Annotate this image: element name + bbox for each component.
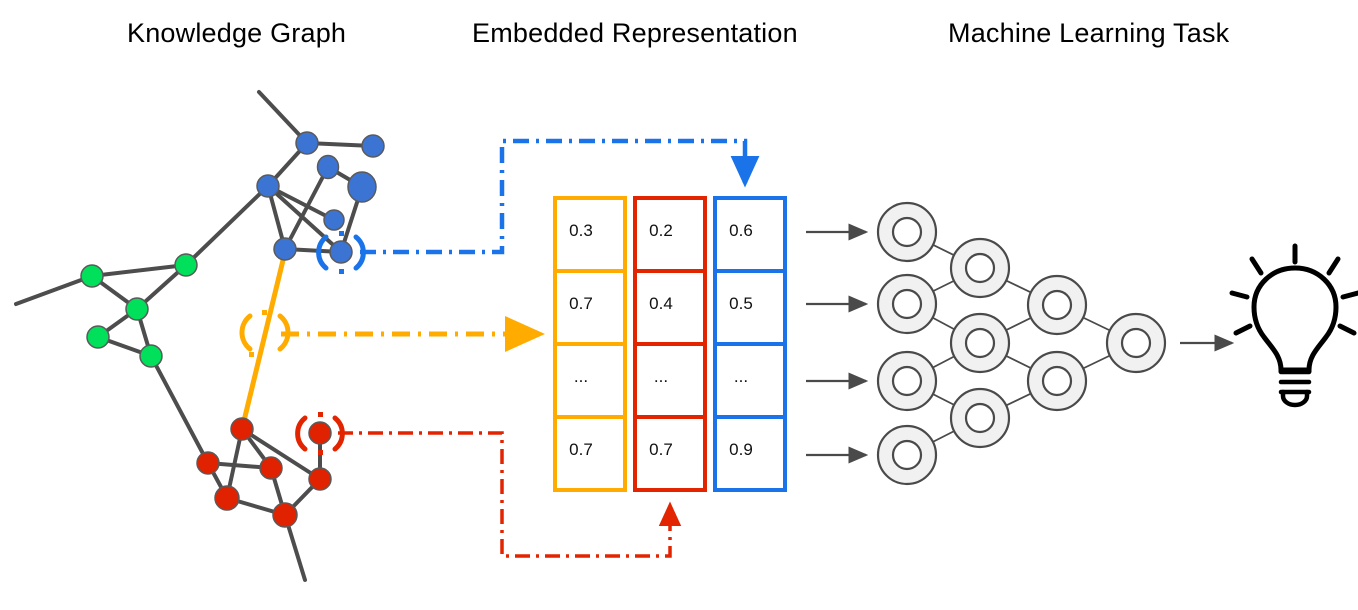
- vector-cell-value: 0.5: [729, 294, 753, 313]
- lightbulb-ray: [1249, 256, 1264, 276]
- vector-cell-value: 0.2: [649, 221, 673, 240]
- selection-dot-icon: [339, 231, 344, 236]
- graph-edge: [90, 263, 188, 278]
- graph-nodes-red: [196, 417, 332, 528]
- vector-cell-value: 0.7: [649, 440, 673, 459]
- vector-cell[interactable]: [713, 415, 787, 492]
- nn-neuron[interactable]: [876, 424, 938, 486]
- nn-neuron[interactable]: [949, 312, 1011, 374]
- vector-cell-value: 0.9: [729, 440, 753, 459]
- graph-nodes-green: [80, 253, 198, 368]
- lightbulb-glass: [1251, 265, 1339, 373]
- selection-dot-icon: [249, 352, 254, 357]
- graph-node-red[interactable]: [230, 417, 254, 441]
- vector-cell[interactable]: [633, 342, 707, 419]
- neural-network-neurons: [876, 201, 1167, 486]
- graph-node-green[interactable]: [86, 325, 110, 349]
- graph-node-green[interactable]: [139, 344, 163, 368]
- graph-edge: [266, 184, 343, 254]
- nn-neuron[interactable]: [1026, 350, 1088, 412]
- graph-edge-orange-bridge: [239, 249, 288, 432]
- graph-node-blue[interactable]: [295, 131, 319, 155]
- graph-node-red[interactable]: [308, 467, 332, 491]
- nn-neuron[interactable]: [1026, 274, 1088, 336]
- selection-bracket-left-icon: [316, 234, 329, 271]
- vector-cell[interactable]: [553, 342, 627, 419]
- selection-dot-icon: [339, 269, 344, 274]
- embedding-column-orange[interactable]: 0.3 0.7 ... 0.7: [553, 196, 627, 492]
- nn-neuron[interactable]: [876, 273, 938, 335]
- nn-neuron[interactable]: [876, 350, 938, 412]
- graph-edge: [240, 427, 322, 481]
- lightbulb-ray: [1229, 290, 1250, 300]
- selection-dot-icon: [318, 412, 323, 417]
- graph-node-blue[interactable]: [361, 134, 385, 158]
- lightbulb-icon: [1229, 243, 1358, 408]
- selection-bracket-left-icon: [239, 313, 253, 352]
- graph-edge: [266, 184, 336, 222]
- lightbulb-ray: [1326, 256, 1341, 276]
- nn-neuron[interactable]: [876, 201, 938, 263]
- graph-node-green[interactable]: [125, 297, 149, 321]
- embedding-to-network-arrows: [806, 223, 869, 464]
- blue-connector-path: [360, 138, 760, 255]
- lightbulb-base-tip: [1280, 389, 1310, 408]
- nn-neuron[interactable]: [949, 387, 1011, 449]
- vector-cell-value: ...: [734, 367, 748, 386]
- vector-cell[interactable]: [713, 196, 787, 273]
- vector-cell-value: 0.7: [569, 440, 593, 459]
- vector-cell[interactable]: [553, 415, 627, 492]
- page-title-machine-learning-task: Machine Learning Task: [948, 18, 1230, 48]
- graph-node-red[interactable]: [214, 485, 240, 511]
- graph-node-red-highlighted[interactable]: [308, 421, 332, 445]
- nn-neuron[interactable]: [949, 237, 1011, 299]
- vector-cell[interactable]: [633, 196, 707, 273]
- selection-dot-icon: [318, 450, 323, 455]
- vector-cell[interactable]: [633, 415, 707, 492]
- graph-node-red[interactable]: [259, 456, 283, 480]
- vector-cell-value: 0.7: [569, 294, 593, 313]
- graph-nodes-blue: [256, 131, 385, 264]
- page-title-knowledge-graph: Knowledge Graph: [127, 18, 347, 48]
- graph-node-green[interactable]: [174, 253, 198, 277]
- graph-node-red[interactable]: [196, 451, 220, 475]
- vector-cell[interactable]: [553, 196, 627, 273]
- lightbulb-rays: [1229, 243, 1358, 336]
- graph-edge-stub-left: [14, 274, 94, 306]
- neural-network-edges: [906, 231, 1137, 456]
- graph-node-blue[interactable]: [323, 209, 345, 231]
- nn-neuron-output[interactable]: [1105, 312, 1167, 374]
- vector-cell-value: ...: [574, 367, 588, 386]
- red-connector-path: [338, 431, 682, 558]
- vector-cell-value: 0.3: [569, 221, 593, 240]
- graph-node-blue[interactable]: [347, 171, 377, 203]
- embedding-column-red[interactable]: 0.2 0.4 ... 0.7: [633, 196, 707, 492]
- graph-node-blue[interactable]: [316, 154, 340, 180]
- lightbulb-ray: [1340, 290, 1358, 300]
- graph-node-blue-highlighted[interactable]: [329, 240, 353, 264]
- graph-node-blue[interactable]: [256, 174, 280, 198]
- vector-cell-value: 0.6: [729, 221, 753, 240]
- graph-node-red[interactable]: [272, 502, 298, 528]
- graph-edge: [184, 184, 270, 267]
- vector-cell[interactable]: [713, 342, 787, 419]
- lightbulb-ray: [1233, 323, 1253, 336]
- graph-edge: [149, 354, 210, 465]
- embedding-column-blue[interactable]: 0.6 0.5 ... 0.9: [713, 196, 787, 492]
- selection-bracket-left-icon: [295, 415, 308, 452]
- graph-node-blue[interactable]: [273, 237, 297, 261]
- lightbulb-ray: [1337, 323, 1357, 336]
- graph-node-green[interactable]: [80, 264, 104, 288]
- page-title-embedded-representation: Embedded Representation: [472, 18, 798, 48]
- vector-cell[interactable]: [713, 269, 787, 346]
- vector-cell-value: ...: [654, 367, 668, 386]
- vector-cell-value: 0.4: [649, 294, 673, 313]
- selection-dot-icon: [262, 310, 267, 315]
